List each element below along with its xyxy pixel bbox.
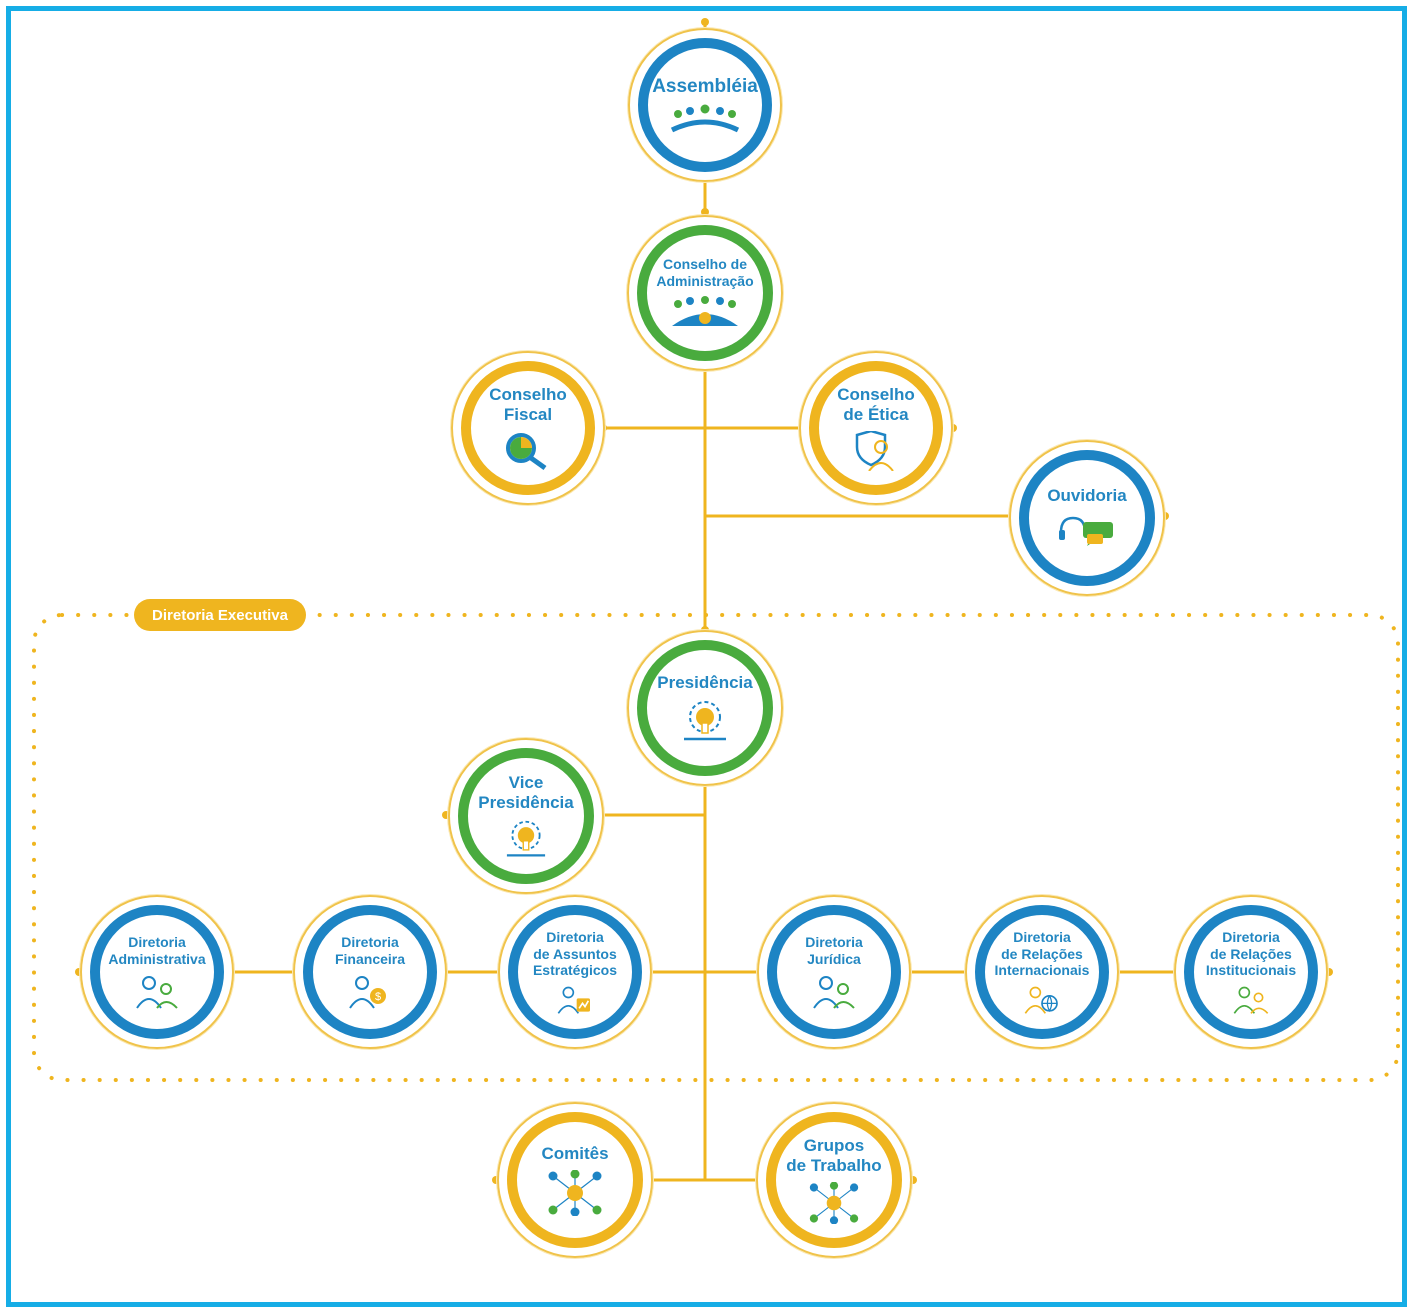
node-diretoria-juridica[interactable]: Diretoria Jurídica xyxy=(757,895,911,1049)
node-conselho-etica[interactable]: Conselho de Ética xyxy=(799,351,953,505)
network-icon xyxy=(809,1182,859,1225)
node-conselho-etica-label: Conselho de Ética xyxy=(837,384,915,424)
node-diretoria-administrativa[interactable]: Diretoria Administrativa xyxy=(80,895,234,1049)
node-diretoria-juridica-label: Diretoria Jurídica xyxy=(805,934,863,967)
people-icon xyxy=(813,975,855,1009)
node-comites[interactable]: Comitês xyxy=(497,1102,653,1258)
node-diretoria-relacoes-institucionais[interactable]: Diretoria de Relações Institucionais xyxy=(1174,895,1328,1049)
node-conselho-administracao[interactable]: Conselho de Administração xyxy=(627,215,783,371)
node-vice-presidencia[interactable]: Vice Presidência xyxy=(448,738,604,894)
board-icon xyxy=(672,295,738,326)
node-ouvidoria[interactable]: Ouvidoria xyxy=(1009,440,1165,596)
headset-chat-icon xyxy=(1059,516,1113,547)
svg-text:$: $ xyxy=(375,991,381,1003)
node-grupos-trabalho[interactable]: Grupos de Trabalho xyxy=(756,1102,912,1258)
node-presidencia[interactable]: Presidência xyxy=(627,630,783,786)
node-comites-label: Comitês xyxy=(541,1143,609,1163)
node-conselho-fiscal[interactable]: Conselho Fiscal xyxy=(451,351,605,505)
people-icon xyxy=(1233,986,1269,1015)
node-presidencia-label: Presidência xyxy=(657,672,753,692)
node-vice-presidencia-label: Vice Presidência xyxy=(478,772,574,812)
people-strategy-icon xyxy=(557,986,590,1014)
magnifier-chart-icon xyxy=(506,433,547,471)
node-diretoria-relacoes-internacionais[interactable]: Diretoria de Relações Internacionais xyxy=(965,895,1119,1049)
people-money-icon: $ xyxy=(349,975,386,1009)
node-assembleia-label: Assembléia xyxy=(652,75,758,97)
node-diretoria-relacoes-internacionais-label: Diretoria de Relações Internacionais xyxy=(994,928,1090,979)
node-assembleia[interactable]: Assembléia xyxy=(628,28,782,182)
node-conselho-fiscal-label: Conselho Fiscal xyxy=(489,384,567,424)
executive-group-label: Diretoria Executiva xyxy=(134,599,306,631)
node-conselho-administracao-label: Conselho de Administração xyxy=(656,256,754,289)
people-icon xyxy=(136,975,178,1009)
node-diretoria-administrativa-label: Diretoria Administrativa xyxy=(108,934,206,967)
node-diretoria-financeira[interactable]: Diretoria Financeira $ xyxy=(293,895,447,1049)
gear-person-icon xyxy=(506,821,546,857)
node-diretoria-assuntos-estrategicos[interactable]: Diretoria de Assuntos Estratégicos xyxy=(498,895,652,1049)
node-diretoria-financeira-label: Diretoria Financeira xyxy=(334,934,406,967)
network-icon xyxy=(548,1170,602,1217)
node-ouvidoria-label: Ouvidoria xyxy=(1047,485,1127,505)
assembly-icon xyxy=(670,104,740,133)
people-globe-icon xyxy=(1024,986,1058,1014)
node-grupos-trabalho-label: Grupos de Trabalho xyxy=(786,1135,882,1175)
node-diretoria-relacoes-institucionais-label: Diretoria de Relações Institucionais xyxy=(1205,928,1297,979)
node-diretoria-assuntos-estrategicos-label: Diretoria de Assuntos Estratégicos xyxy=(532,928,618,979)
gear-person-icon xyxy=(684,701,726,741)
shield-person-icon xyxy=(855,431,894,472)
